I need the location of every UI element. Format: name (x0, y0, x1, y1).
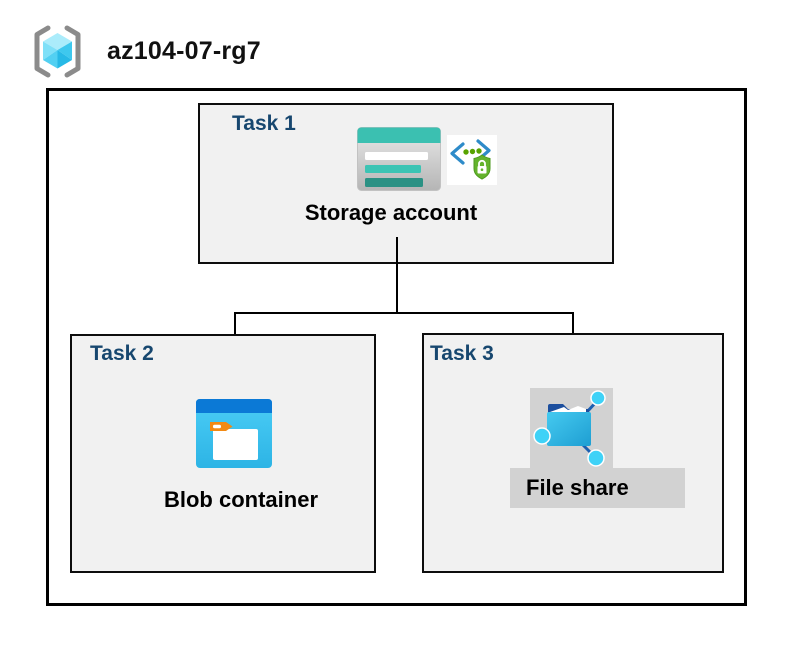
storage-account-label: Storage account (304, 200, 478, 225)
blob-container-icon (196, 399, 272, 468)
file-share-label-highlight: File share (510, 468, 685, 508)
file-share-label: File share (526, 475, 629, 500)
resource-group-icon (34, 25, 81, 78)
file-share-icon (533, 390, 606, 467)
task1-label: Task 1 (232, 112, 296, 135)
file-share-icon-highlight (530, 388, 613, 468)
blob-container-label: Blob container (163, 487, 319, 512)
task2-label: Task 2 (90, 342, 154, 365)
resource-group-header: az104-07-rg7 (30, 24, 261, 79)
storage-account-icon (357, 127, 441, 191)
resource-group-name: az104-07-rg7 (107, 37, 261, 65)
secure-endpoint-icon (447, 135, 497, 185)
task3-label: Task 3 (430, 342, 494, 365)
connector-storage-stem (396, 237, 398, 313)
connector-branch (234, 312, 574, 314)
